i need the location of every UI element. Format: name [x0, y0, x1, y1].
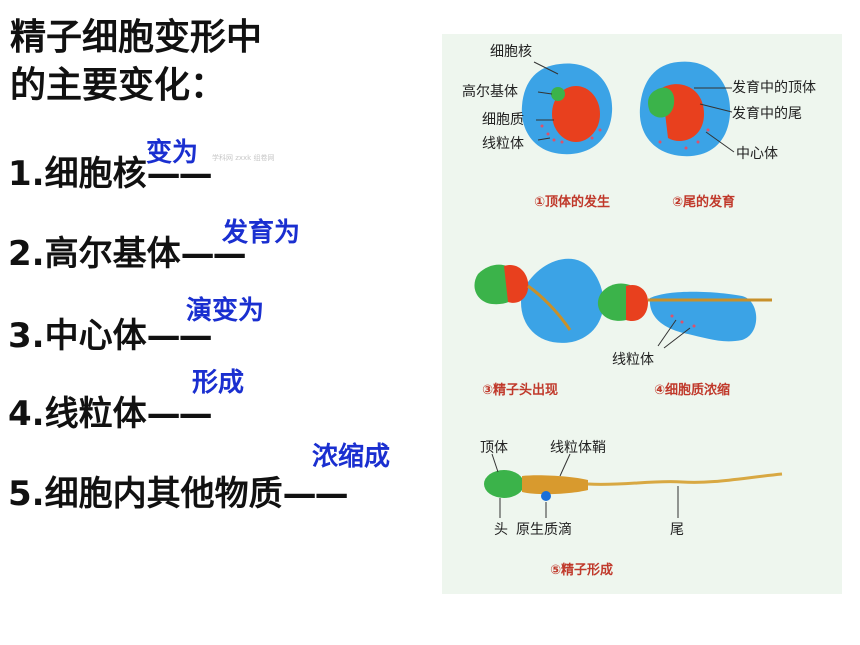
- watermark: 学科网 zxxk 组卷网: [212, 154, 275, 162]
- label-mitochondria-2: 线粒体: [612, 352, 654, 368]
- label-head: 头: [494, 522, 508, 538]
- item-label: 2.高尔基体: [8, 234, 181, 274]
- item-dash: ——: [146, 316, 213, 356]
- label-cytoplasm: 细胞质: [482, 112, 524, 128]
- stage5-sperm: [484, 470, 783, 501]
- answer-note-1: 变为: [146, 138, 199, 168]
- caption-stage2: ②尾的发育: [672, 194, 735, 210]
- change-item-5: 5.细胞内其他物质——: [8, 466, 349, 515]
- stage2-leaders: [694, 87, 735, 153]
- change-item-2: 2.高尔基体——: [8, 226, 247, 275]
- caption-stage5: ⑤精子形成: [550, 562, 613, 578]
- label-nucleus: 细胞核: [490, 44, 532, 60]
- answer-note-3: 演变为: [186, 296, 265, 326]
- stage5-leaders: [491, 453, 679, 518]
- spermiogenesis-figure: 细胞核 高尔基体 细胞质 线粒体 发育中的顶体 发育中的尾 中心体 ①顶体的发生…: [442, 34, 842, 594]
- stage2-cell: [639, 61, 731, 157]
- caption-stage1: ①顶体的发生: [534, 194, 610, 210]
- item-dash: ——: [146, 154, 213, 194]
- label-developing-acrosome: 发育中的顶体: [732, 80, 816, 96]
- figure-svg: 细胞核 高尔基体 细胞质 线粒体 发育中的顶体 发育中的尾 中心体 ①顶体的发生…: [462, 44, 816, 578]
- label-tail: 尾: [670, 522, 684, 538]
- label-mitochondria: 线粒体: [482, 136, 524, 152]
- stage1-cell: [521, 63, 613, 155]
- change-item-3: 3.中心体——: [8, 308, 213, 357]
- answer-note-5: 浓缩成: [312, 442, 391, 472]
- title-line-2: 的主要变化：: [10, 65, 227, 106]
- item-label: 5.细胞内其他物质: [8, 474, 283, 514]
- title-line-1: 精子细胞变形中: [10, 17, 263, 58]
- answer-note-4: 形成: [192, 368, 245, 398]
- caption-stage3: ③精子头出现: [482, 382, 558, 398]
- stage4-cell: [597, 283, 772, 342]
- label-centrosome: 中心体: [736, 146, 778, 162]
- slide-title: 精子细胞变形中 的主要变化：: [10, 14, 262, 110]
- item-dash: ——: [180, 234, 247, 274]
- item-label: 4.线粒体: [8, 394, 147, 434]
- change-item-4: 4.线粒体——: [8, 386, 213, 435]
- label-mito-sheath: 线粒体鞘: [550, 440, 606, 456]
- stage3-cell: [474, 258, 604, 343]
- answer-note-2: 发育为: [222, 218, 301, 248]
- label-developing-tail: 发育中的尾: [732, 106, 802, 122]
- label-acrosome: 顶体: [480, 440, 508, 456]
- caption-stage4: ④细胞质浓缩: [654, 382, 730, 398]
- stage4-leaders: [657, 319, 691, 349]
- item-label: 3.中心体: [8, 316, 147, 356]
- label-golgi: 高尔基体: [462, 83, 518, 100]
- change-item-1: 1.细胞核——: [8, 146, 213, 195]
- label-protoplasm-drop: 原生质滴: [516, 521, 572, 538]
- stage1-leaders: [533, 61, 559, 141]
- item-dash: ——: [146, 394, 213, 434]
- item-dash: ——: [282, 474, 349, 514]
- item-label: 1.细胞核: [8, 154, 147, 194]
